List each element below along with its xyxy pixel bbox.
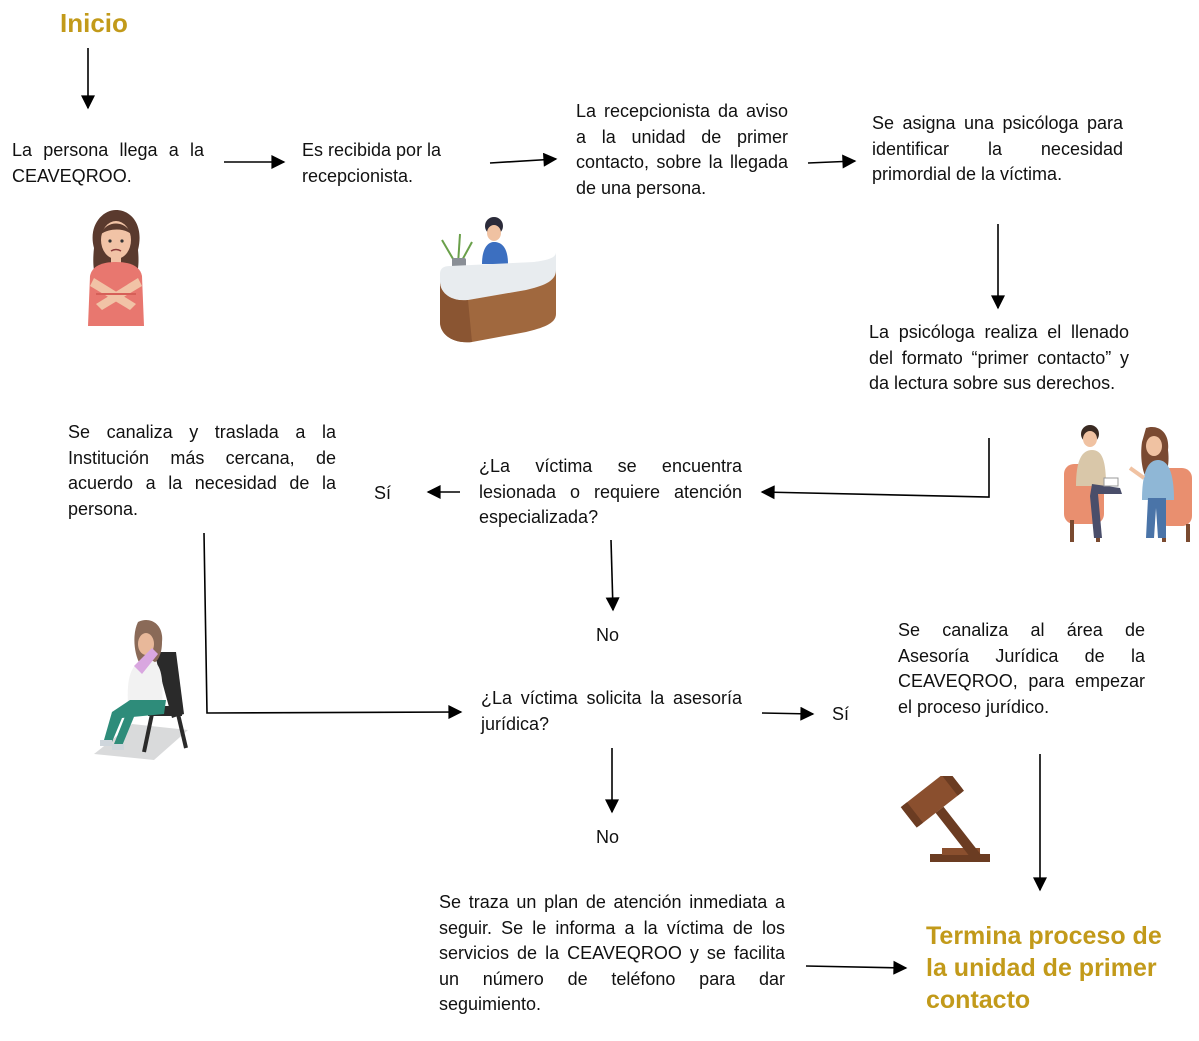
label-yes-injured: Sí (374, 483, 392, 503)
arrow-legal-yes (761, 706, 815, 721)
end-title: Termina proceso de la unidad de primer c… (926, 922, 1162, 1014)
step-arrive: La persona llega a la CEAVEQROO. (12, 140, 204, 186)
arrow-plan-end (805, 960, 908, 975)
step-notify: La recepcionista da aviso a la unidad de… (576, 101, 788, 198)
gavel-icon (900, 776, 990, 862)
step-assign: Se asigna una psicóloga para identificar… (872, 113, 1123, 184)
arrow-notify-assign (807, 154, 857, 169)
step-refer: Se canaliza y traslada a la Institución … (68, 422, 336, 519)
decision-legal-advice: ¿La víctima solicita la asesoría jurídic… (481, 688, 742, 734)
label-yes-legal: Sí (832, 704, 850, 724)
decision-injured: ¿La víctima se encuentra lesionada o req… (479, 456, 742, 527)
arrow-received-notify (489, 152, 558, 167)
reception-desk-icon (440, 217, 556, 343)
arrow-decision-no (605, 539, 620, 612)
arrow-form-decision (760, 438, 990, 500)
start-title: Inicio (60, 8, 128, 38)
step-plan: Se traza un plan de atención inmediata a… (439, 892, 785, 1014)
distressed-woman-icon (88, 210, 144, 326)
step-received: Es recibida por la recepcionista. (302, 140, 442, 186)
counseling-session-icon (1064, 425, 1192, 542)
seated-woman-icon (94, 620, 188, 760)
label-no-injured: No (596, 625, 620, 645)
label-no-legal: No (596, 827, 620, 847)
arrow-refer-legal-decision (203, 532, 463, 720)
step-legal: Se canaliza al área de Asesoría Jurídica… (898, 620, 1145, 717)
step-form: La psicóloga realiza el llenado del form… (869, 322, 1129, 393)
